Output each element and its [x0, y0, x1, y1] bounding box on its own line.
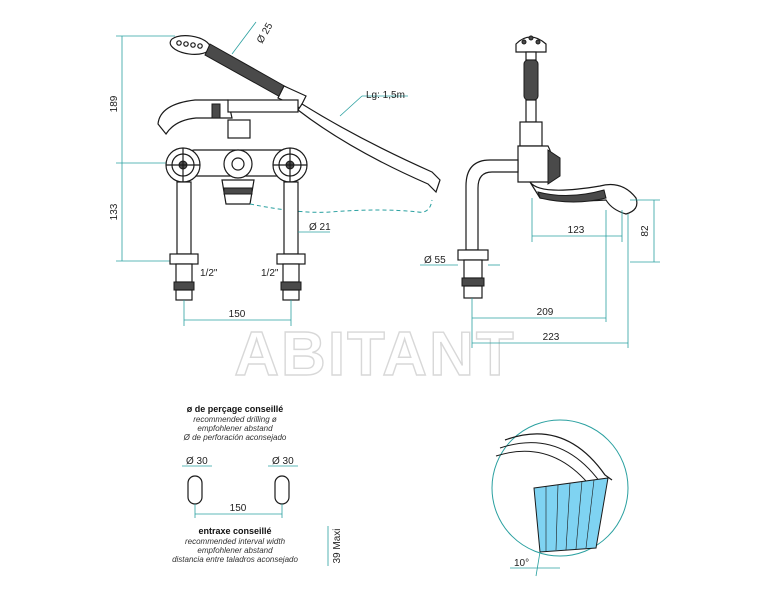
cradle-bar: [227, 99, 299, 113]
dim-hand-shower-dia: Ø 25: [255, 21, 276, 46]
watermark-text: ABITANT: [234, 320, 515, 389]
shower-cradle: [157, 99, 233, 136]
right-handle-wheel: [272, 147, 308, 183]
dim-spout-height-82: 82: [640, 225, 651, 237]
drilling-en: recommended drilling ø: [193, 415, 277, 424]
hose-path-dashed: [249, 199, 433, 213]
dim-spout-reach-123: 123: [568, 225, 585, 236]
dim-hose-length: Lg: 1,5m: [366, 90, 405, 101]
dim-height-133: 133: [109, 203, 120, 220]
hole-left: [187, 475, 203, 505]
hole-left-dia: Ø 30: [186, 456, 208, 467]
interval-es: distancia entre taladros aconsejado: [172, 555, 298, 564]
right-base: [276, 253, 306, 301]
interval-de: empfohlener abstand: [197, 546, 273, 555]
side-holder: [519, 121, 543, 147]
drilling-es: Ø de perforación aconsejado: [183, 433, 287, 442]
drilling-de: empfohlener abstand: [197, 424, 273, 433]
height-dimension: [116, 35, 175, 262]
max-thickness: 39 Maxi: [332, 528, 343, 563]
hole-spacing: 150: [230, 503, 247, 514]
left-column: [176, 181, 192, 255]
interval-title: entraxe conseillé: [198, 526, 271, 536]
detail-highlight-section: [533, 477, 609, 553]
cradle-clip: [211, 103, 221, 119]
detail-view: 10°: [491, 419, 629, 577]
hole-right: [274, 475, 290, 505]
dim-thread-left: 1/2": [200, 268, 218, 279]
drilling-title: ø de perçage conseillé: [187, 404, 284, 414]
side-handle: [523, 59, 539, 101]
left-base: [169, 253, 199, 301]
shower-hose: [297, 103, 441, 194]
interval-en: recommended interval width: [185, 537, 286, 546]
dim-center-distance: 150: [229, 309, 246, 320]
dim-reach-223: 223: [543, 332, 560, 343]
dim-thread-right: 1/2": [261, 268, 279, 279]
detail-angle-label: 10°: [514, 558, 529, 569]
dim-pipe-dia: Ø 21: [309, 222, 331, 233]
side-body: [517, 145, 553, 183]
right-column: [283, 181, 299, 255]
hand-shower: [169, 35, 307, 109]
side-view: Ø 55 123 82 209 223: [420, 35, 660, 348]
dim-reach-209: 209: [537, 307, 554, 318]
side-handle-wheel: [547, 149, 561, 185]
diverter-stem: [227, 119, 251, 139]
dim-base-dia: Ø 55: [424, 255, 446, 266]
side-supply-pipe: [465, 159, 519, 251]
front-view: 189 133 Ø 25 Lg: 1,5m: [109, 21, 441, 326]
dim-height-189: 189: [109, 95, 120, 112]
drilling-notes: ø de perçage conseillé recommended drill…: [172, 404, 343, 566]
hole-right-dia: Ø 30: [272, 456, 294, 467]
side-base: [457, 249, 489, 261]
left-handle-wheel: [165, 147, 201, 183]
